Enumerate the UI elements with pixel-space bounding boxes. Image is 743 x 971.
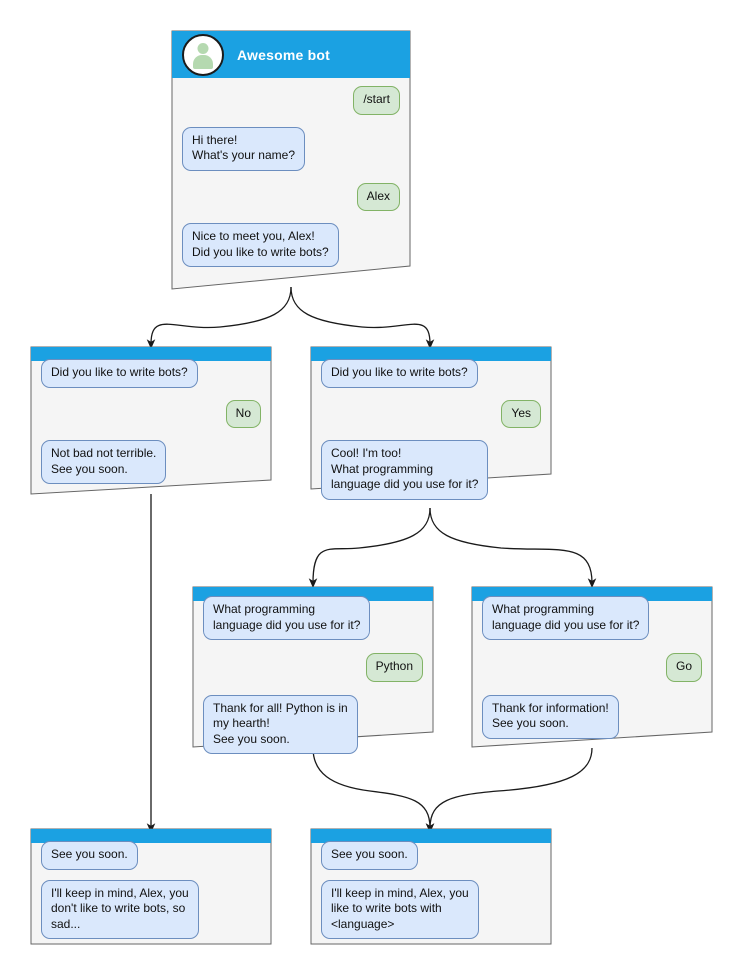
message-bubble-bot[interactable]: What programming language did you use fo… [482, 596, 650, 640]
bot-name-label: Awesome bot [237, 46, 330, 63]
node-answer-yes-messages: Did you like to write bots? Yes Cool! I'… [311, 359, 551, 500]
person-avatar-icon [182, 33, 224, 76]
edge-answer-yes-to-lang-python [308, 507, 431, 588]
node-end-sad-header [31, 829, 271, 843]
message-bubble-user[interactable]: Python [365, 653, 423, 682]
message-bubble-bot[interactable]: Did you like to write bots? [41, 359, 198, 388]
edge-lang-python-to-end-happy [312, 747, 435, 833]
node-end-sad[interactable]: See you soon. I'll keep in mind, Alex, y… [26, 824, 276, 949]
node-answer-no[interactable]: Did you like to write bots? No Not bad n… [26, 342, 276, 502]
node-start-messages: /start Hi there! What's your name? Alex … [172, 86, 410, 267]
node-lang-python[interactable]: What programming language did you use fo… [188, 582, 438, 757]
node-answer-yes[interactable]: Did you like to write bots? Yes Cool! I'… [306, 342, 556, 502]
message-bubble-bot[interactable]: Not bad not terrible. See you soon. [41, 440, 167, 484]
message-bubble-bot[interactable]: See you soon. [321, 841, 418, 870]
message-bubble-user[interactable]: Go [665, 653, 702, 682]
edge-answer-yes-to-lang-go [429, 507, 597, 588]
node-end-sad-messages: See you soon. I'll keep in mind, Alex, y… [31, 841, 271, 939]
message-bubble-bot[interactable]: See you soon. [41, 841, 138, 870]
message-bubble-bot[interactable]: I'll keep in mind, Alex, you don't like … [41, 879, 199, 939]
node-lang-python-messages: What programming language did you use fo… [193, 596, 433, 754]
message-bubble-user[interactable]: Yes [501, 399, 541, 428]
message-bubble-user[interactable]: No [225, 399, 261, 428]
node-end-happy-header [311, 829, 551, 843]
node-end-happy[interactable]: See you soon. I'll keep in mind, Alex, y… [306, 824, 556, 949]
node-lang-go-messages: What programming language did you use fo… [472, 596, 712, 739]
node-answer-no-header [31, 347, 271, 361]
message-bubble-user[interactable]: Alex [356, 182, 400, 211]
node-start-header: Awesome bot [172, 31, 410, 78]
message-bubble-bot[interactable]: Thank for all! Python is in my hearth! S… [203, 694, 358, 754]
edge-lang-go-to-end-happy [425, 747, 593, 833]
node-end-happy-messages: See you soon. I'll keep in mind, Alex, y… [311, 841, 551, 939]
message-bubble-bot[interactable]: Did you like to write bots? [321, 359, 478, 388]
message-bubble-user[interactable]: /start [353, 86, 400, 115]
node-answer-no-messages: Did you like to write bots? No Not bad n… [31, 359, 271, 484]
message-bubble-bot[interactable]: I'll keep in mind, Alex, you like to wri… [321, 879, 479, 939]
message-bubble-bot[interactable]: What programming language did you use fo… [203, 596, 371, 640]
node-lang-go[interactable]: What programming language did you use fo… [467, 582, 717, 757]
message-bubble-bot[interactable]: Cool! I'm too! What programming language… [321, 440, 489, 500]
node-start[interactable]: Awesome bot /start Hi there! What's your… [166, 26, 416, 296]
node-answer-yes-header [311, 347, 551, 361]
message-bubble-bot[interactable]: Hi there! What's your name? [182, 126, 306, 171]
message-bubble-bot[interactable]: Thank for information! See you soon. [482, 694, 619, 739]
message-bubble-bot[interactable]: Nice to meet you, Alex! Did you like to … [182, 223, 339, 267]
